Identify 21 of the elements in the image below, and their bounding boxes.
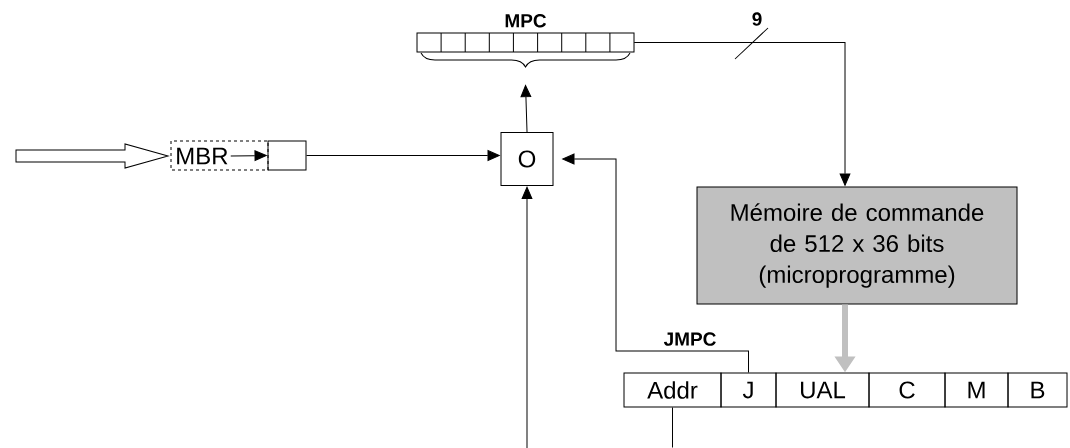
register-field: J: [720, 372, 777, 408]
register-field: UAL: [775, 372, 870, 408]
register-box: [267, 140, 307, 171]
arrow: [562, 153, 749, 373]
register-field: C: [868, 372, 946, 408]
arrow: [633, 42, 851, 186]
register-label: MPC: [505, 14, 547, 28]
register-field: M: [944, 372, 1009, 408]
arrow: [230, 150, 267, 162]
arrow: [520, 85, 532, 133]
edge-label: JMPC: [663, 332, 716, 346]
line: [672, 407, 673, 448]
arrow: [306, 150, 500, 161]
register-field: Addr: [623, 372, 722, 408]
multiplexer-box: O: [500, 132, 554, 186]
arrow: [521, 186, 533, 448]
register-field: B: [1007, 372, 1068, 408]
hollow-arrow: [15, 143, 169, 169]
memory-box: Mémoire de commande de 512 x 36 bits (microprogramme): [696, 186, 1018, 305]
register-label: MBR: [177, 147, 228, 165]
edge-label: 9: [752, 12, 762, 26]
